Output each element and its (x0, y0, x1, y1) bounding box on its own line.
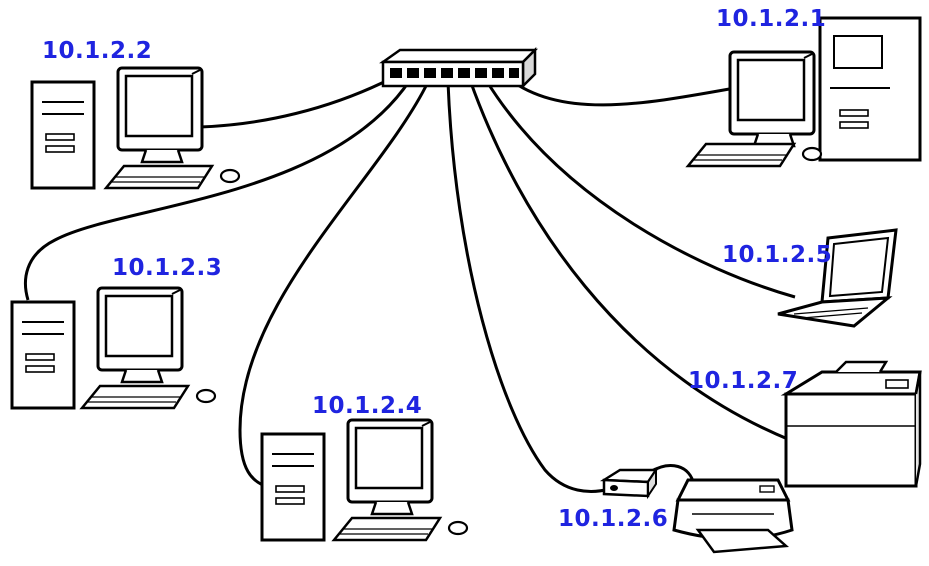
network-cables (24, 74, 796, 493)
print-server-icon (599, 466, 659, 500)
ip-label-10-1-2-5: 10.1.2.5 (722, 242, 833, 268)
cable-printer6 (446, 81, 611, 493)
cable-printer7 (468, 79, 791, 442)
desktop-computer-icon (686, 16, 922, 168)
inkjet-printer-icon (672, 478, 794, 554)
desktop-computer-icon (260, 418, 469, 542)
cable-pc3 (24, 79, 412, 301)
ip-label-10-1-2-6: 10.1.2.6 (558, 506, 669, 532)
ip-label-10-1-2-1: 10.1.2.1 (716, 6, 827, 32)
network-switch-icon (379, 46, 539, 90)
laptop-icon (777, 228, 898, 328)
ip-label-10-1-2-7: 10.1.2.7 (688, 368, 799, 394)
ip-label-10-1-2-4: 10.1.2.4 (312, 393, 423, 419)
desktop-computer-icon (10, 286, 217, 410)
ip-label-10-1-2-3: 10.1.2.3 (112, 255, 223, 281)
cable-pc2 (199, 74, 397, 129)
cable-laptop5 (484, 79, 796, 299)
ip-label-10-1-2-2: 10.1.2.2 (42, 38, 153, 64)
cable-pc1 (504, 74, 736, 107)
laser-printer-icon (780, 360, 922, 488)
cable-pc4 (238, 81, 430, 489)
